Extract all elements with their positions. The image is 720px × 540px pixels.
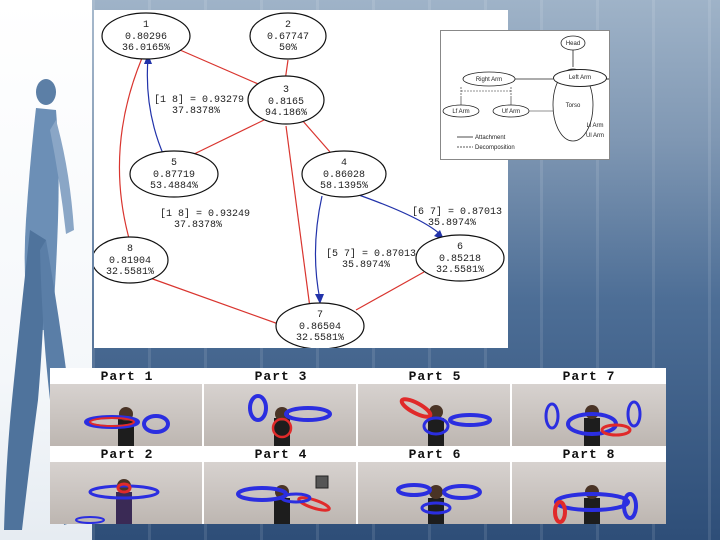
node-4-percent: 58.1395% <box>320 181 368 192</box>
node-6-id: 6 <box>457 242 463 253</box>
edge-label-3-line1: [6 7] = 0.87013 <box>412 206 502 218</box>
edge-8-1 <box>118 57 143 243</box>
edge-label-4-line2: 35.8974% <box>342 260 390 271</box>
node-2-id: 2 <box>285 20 291 31</box>
edge-5-1 <box>146 57 165 157</box>
node-1-id: 1 <box>143 20 149 31</box>
part-title-3: Part 3 <box>254 369 308 384</box>
inset-legend-attachment: Attachment <box>475 135 506 141</box>
inset-right-arm-label: Right Arm <box>476 77 502 83</box>
edge-3-4 <box>301 119 331 153</box>
inset-sub-label-2: Uf Arm <box>502 109 520 115</box>
edge-label-2-line2: 37.8378% <box>174 220 222 231</box>
part-image-4 <box>204 462 356 524</box>
edge-8-7 <box>149 277 285 327</box>
edge-3-7 <box>285 125 311 309</box>
edge-4-7-arrowhead <box>315 294 324 304</box>
part-title-1: Part 1 <box>100 369 154 384</box>
node-8-percent: 32.5581% <box>106 267 154 278</box>
inset-node-left-arm: Left Arm <box>553 69 607 87</box>
node-4-id: 4 <box>341 158 347 169</box>
edge-labels: [1 8] = 0.93279 37.8378% [1 8] = 0.93249… <box>154 94 502 271</box>
part-image-5 <box>358 384 510 446</box>
body-model-inset: Head Torso Right Arm Lf Arm Uf Arm Ll Ar… <box>440 30 610 160</box>
edge-3-1 <box>179 49 273 91</box>
node-7: 7 0.86504 32.5581% <box>275 302 365 348</box>
node-3-percent: 94.186% <box>265 108 307 119</box>
graph-panel: 1 0.80296 36.0165% 2 0.67747 50% 3 0.816… <box>94 10 508 348</box>
graph-nodes: 1 0.80296 36.0165% 2 0.67747 50% 3 0.816… <box>94 12 505 348</box>
edge-label-3-line2: 35.8974% <box>428 218 476 229</box>
inset-sub-label-3: Ll Arm <box>586 123 603 129</box>
part-title-5: Part 5 <box>408 369 462 384</box>
part-image-1 <box>50 384 202 446</box>
node-6-percent: 32.5581% <box>436 265 484 276</box>
node-7-id: 7 <box>317 310 323 321</box>
part-results-strip: Part 1 Part 3 Part 5 Part 7 <box>50 368 666 524</box>
node-6-value: 0.85218 <box>439 254 481 265</box>
part-image-8 <box>512 462 666 524</box>
node-2-value: 0.67747 <box>267 32 309 43</box>
node-1-percent: 36.0165% <box>122 43 170 54</box>
part-title-2: Part 2 <box>100 447 154 462</box>
part-title-4: Part 4 <box>254 447 308 462</box>
node-7-value: 0.86504 <box>299 322 341 333</box>
node-6: 6 0.85218 32.5581% <box>415 234 505 282</box>
node-5-percent: 53.4884% <box>150 181 198 192</box>
inset-legend-decomposition: Decomposition <box>475 145 515 151</box>
part-image-6 <box>358 462 510 524</box>
edge-6-7 <box>355 271 425 311</box>
edge-label-1-line2: 37.8378% <box>172 106 220 117</box>
inset-torso-label: Torso <box>566 103 581 109</box>
part-graph: 1 0.80296 36.0165% 2 0.67747 50% 3 0.816… <box>94 12 505 348</box>
part-title-6: Part 6 <box>408 447 462 462</box>
edge-label-4-line1: [5 7] = 0.87013 <box>326 248 416 260</box>
part-image-7 <box>512 384 666 446</box>
edge-4-7 <box>314 195 323 301</box>
inset-node-right-arm <box>462 71 516 87</box>
node-5-value: 0.87719 <box>153 170 195 181</box>
node-5-id: 5 <box>171 158 177 169</box>
inset-sub-label-4: Ul Arm <box>586 133 604 139</box>
node-4: 4 0.86028 58.1395% <box>301 150 387 198</box>
node-8-id: 8 <box>127 244 133 255</box>
node-8: 8 0.81904 32.5581% <box>94 236 169 284</box>
inset-head-label: Head <box>566 41 580 47</box>
node-2-percent: 50% <box>279 43 297 54</box>
node-7-percent: 32.5581% <box>296 333 344 344</box>
node-4-value: 0.86028 <box>323 170 365 181</box>
edge-label-1-line1: [1 8] = 0.93279 <box>154 94 244 106</box>
inset-node-head <box>560 35 586 51</box>
part-title-8: Part 8 <box>562 447 616 462</box>
inset-sub-label-1: Lf Arm <box>452 109 469 115</box>
body-model-diagram: Head Torso Right Arm Lf Arm Uf Arm Ll Ar… <box>442 35 609 151</box>
part-image-3 <box>204 384 356 446</box>
node-5: 5 0.87719 53.4884% <box>129 150 219 198</box>
node-8-value: 0.81904 <box>109 256 151 267</box>
part-title-7: Part 7 <box>562 369 616 384</box>
node-3: 3 0.8165 94.186% <box>247 75 325 125</box>
edge-3-5 <box>189 119 265 157</box>
node-1: 1 0.80296 36.0165% <box>101 12 191 60</box>
node-2: 2 0.67747 50% <box>249 12 327 60</box>
part-image-2 <box>50 462 202 524</box>
node-3-id: 3 <box>283 85 289 96</box>
node-3-value: 0.8165 <box>268 97 304 108</box>
edge-label-2-line1: [1 8] = 0.93249 <box>160 208 250 220</box>
node-1-value: 0.80296 <box>125 32 167 43</box>
inset-left-arm-label: Left Arm <box>568 75 592 81</box>
